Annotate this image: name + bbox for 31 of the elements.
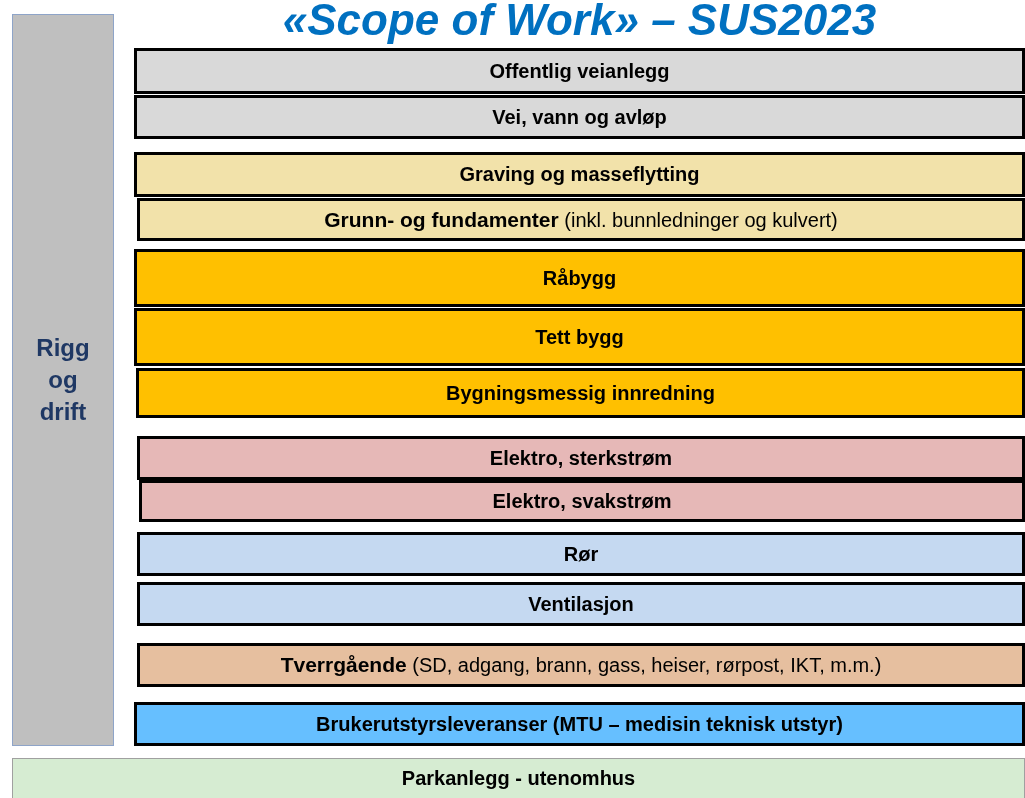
layer-band	[134, 308, 1025, 366]
band-label: Elektro, svakstrøm	[492, 489, 672, 513]
band-label: Vei, vann og avløp	[492, 105, 667, 129]
band-label: Tett bygg	[535, 325, 624, 349]
band-label: Elektro, sterkstrøm	[489, 446, 673, 470]
layer-band	[139, 480, 1025, 522]
band-label: Bygningsmessig innredning	[446, 381, 715, 405]
layer-band	[136, 368, 1025, 418]
layer-band	[134, 249, 1025, 307]
band-label: Grunn- og fundamenter (inkl. bunnledninger og kulvert)	[324, 207, 838, 232]
layer-band	[137, 532, 1025, 576]
band-label: Brukerutstyrsleveranser (MTU – medisin teknisk utstyr)	[316, 712, 843, 736]
layer-band	[134, 702, 1025, 746]
layer-band	[137, 582, 1025, 626]
layer-band	[137, 436, 1025, 480]
diagram-title: «Scope of Work» – SUS2023	[281, 0, 878, 46]
band-label: Råbygg	[542, 266, 617, 290]
layer-band	[134, 152, 1025, 197]
band-label: Graving og masseflytting	[459, 163, 700, 186]
band-label: Rigg og drift	[35, 333, 91, 427]
layer-band	[134, 48, 1025, 94]
band-label: Parkanlegg - utenomhus	[401, 767, 636, 790]
layer-band	[134, 95, 1025, 139]
layer-band	[12, 758, 1025, 798]
layer-band	[137, 198, 1025, 241]
band-label: Tverrgående (SD, adgang, brann, gass, heiser, rørpost, IKT, m.m.)	[280, 653, 882, 677]
layer-band	[137, 643, 1025, 687]
band-label: Rør	[563, 542, 599, 566]
side-bar	[12, 14, 114, 746]
band-label: Ventilasjon	[528, 592, 634, 616]
band-label: Offentlig veianlegg	[489, 59, 670, 83]
